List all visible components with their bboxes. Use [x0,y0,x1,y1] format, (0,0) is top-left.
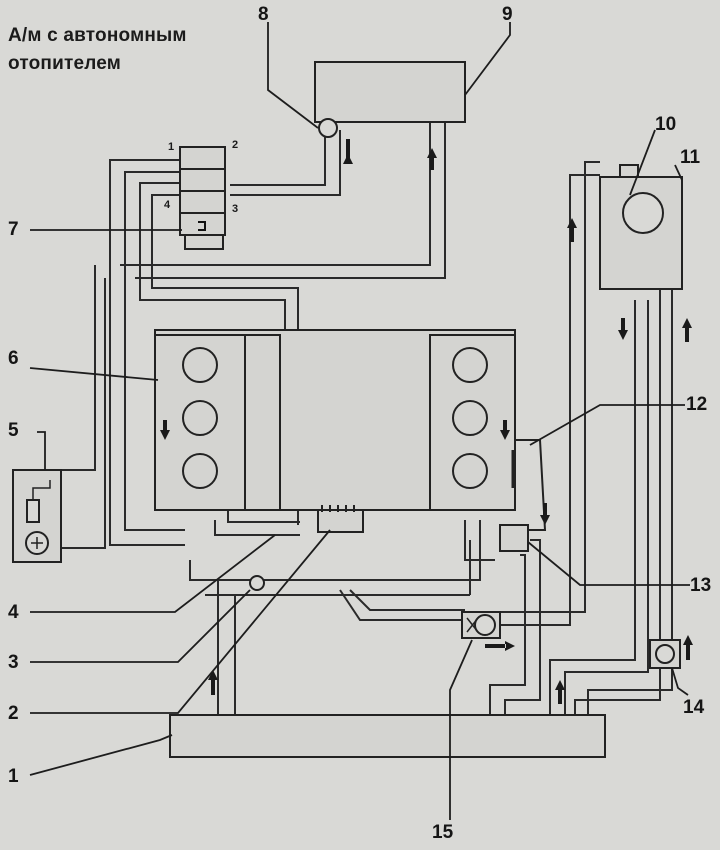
arrow-down-icon [160,420,170,440]
arrow-up-icon [567,218,577,242]
radiator [169,714,606,758]
callout-4: 4 [8,602,19,623]
autonomous-heater [12,469,62,563]
callout-1: 1 [8,766,19,787]
arrow-up-icon [427,148,437,170]
flow-arrows [160,139,693,704]
temperature-sensor [649,639,681,669]
valve-port-3: 3 [232,203,238,215]
callout-7: 7 [8,219,19,240]
callout-14: 14 [683,697,705,718]
heater-core [314,61,466,123]
thermostat [499,524,529,552]
arrow-down-icon [540,503,550,525]
heater-valve [318,118,338,138]
callout-3: 3 [8,652,19,673]
arrow-up-icon [208,670,218,695]
callout-numbers: 8 9 10 11 7 6 5 12 13 14 4 3 2 1 15 [8,4,711,843]
callout-10: 10 [655,114,676,135]
callout-5: 5 [8,420,19,441]
valve-port-4: 4 [164,199,171,211]
title-line-1: А/м с автономным [8,25,187,46]
arrow-right-icon [485,641,515,651]
circulation-valve [461,611,501,639]
callout-6: 6 [8,348,19,369]
arrow-down-icon [343,139,353,164]
callout-15: 15 [432,822,454,843]
arrow-down-icon [618,318,628,340]
callout-2: 2 [8,703,19,724]
callout-13: 13 [690,575,711,596]
callout-9: 9 [502,4,513,25]
valve-port-1: 1 [168,141,174,153]
diagram-title: А/м с автономным отопителем [8,22,187,78]
arrow-up-icon [682,318,692,342]
arrow-up-icon [555,680,565,704]
valve-port-2: 2 [232,139,238,151]
leader-lines [29,22,690,820]
engine-block [154,329,547,533]
coolant-sensor [249,575,265,591]
arrow-down-icon [500,420,510,440]
callout-12: 12 [686,394,707,415]
distribution-valve: 1 2 3 4 [164,139,238,250]
callout-8: 8 [258,4,269,25]
callout-11: 11 [680,147,701,168]
arrow-up-icon [683,635,693,660]
title-line-2: отопителем [8,53,122,74]
coolant-pipes [59,115,673,715]
expansion-tank [599,164,683,290]
